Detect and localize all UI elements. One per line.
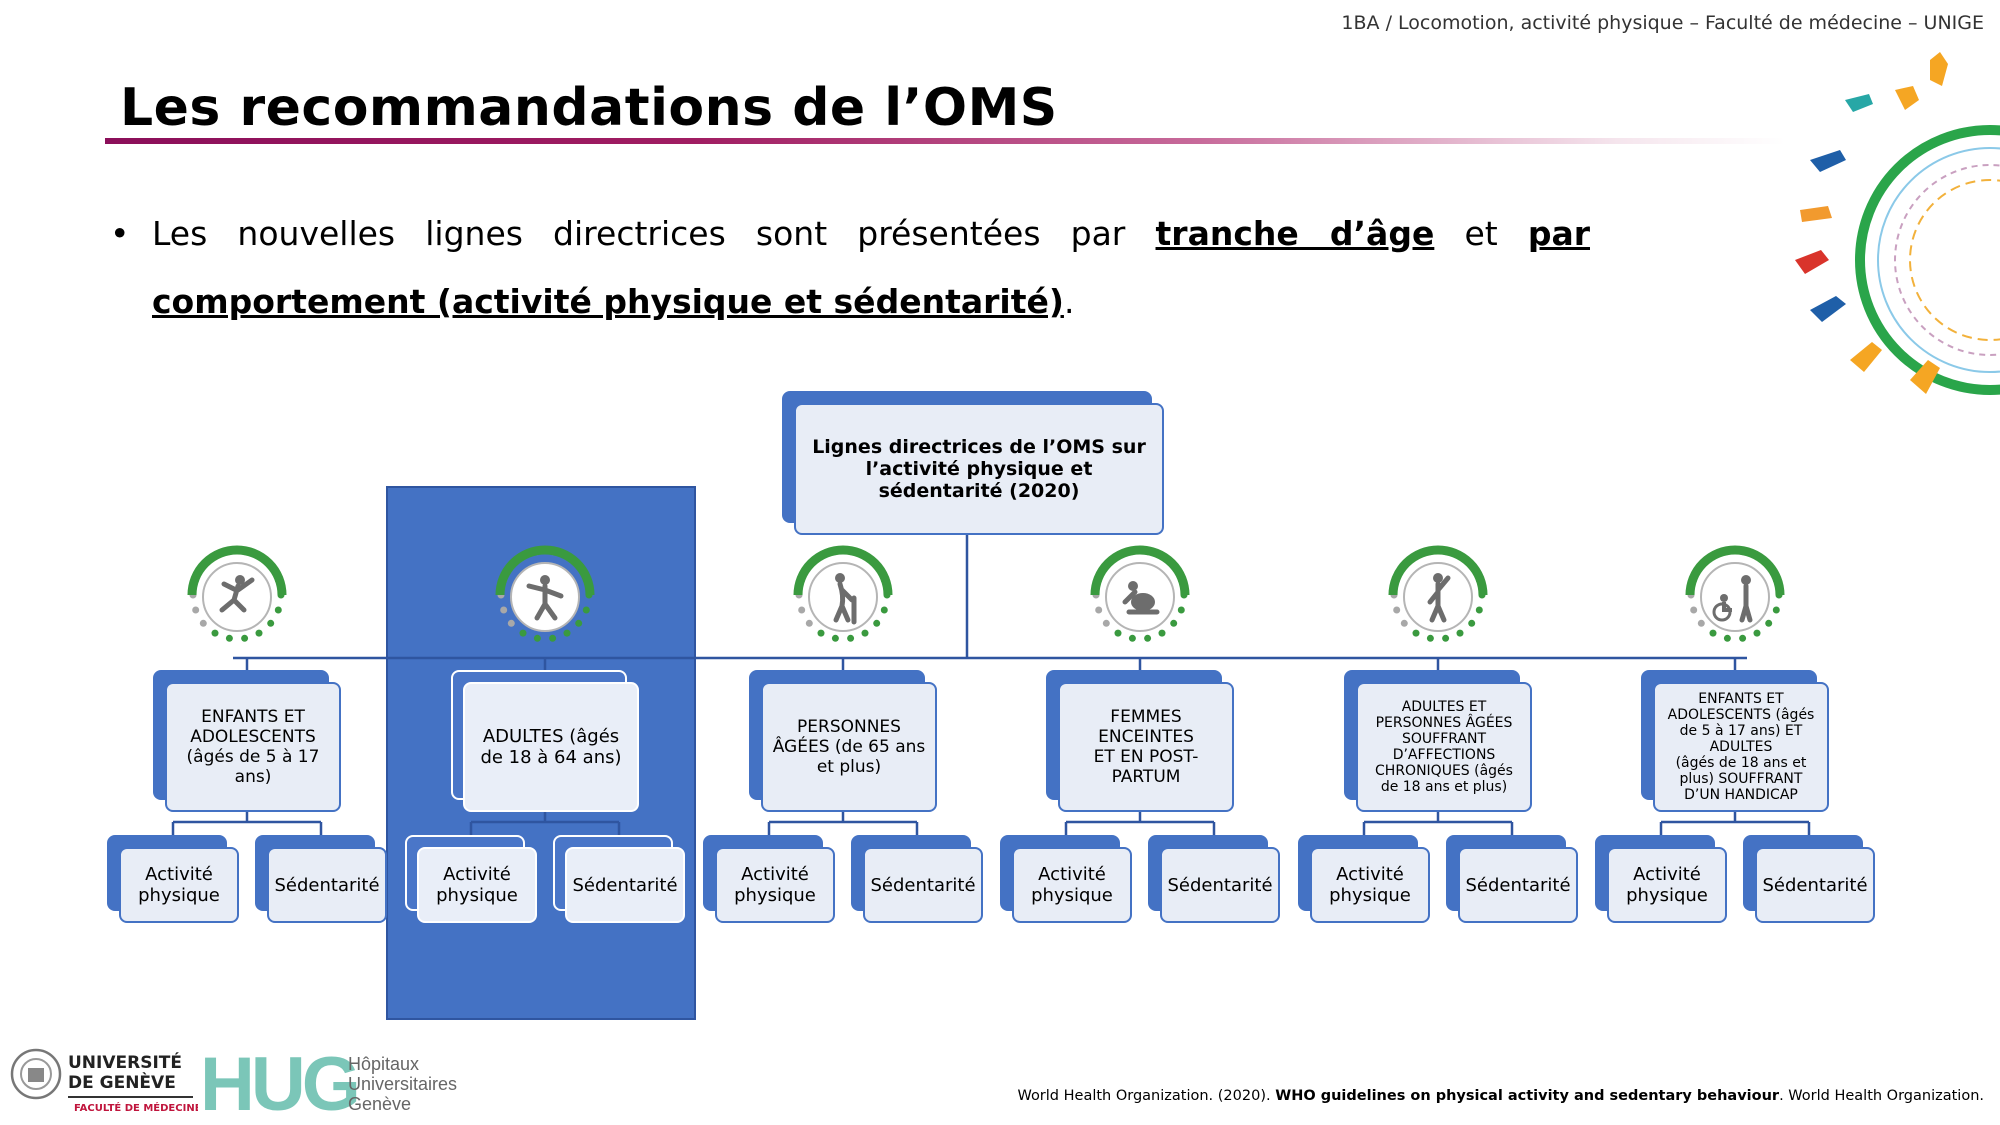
sedentary-node-4: Sédentarité (1148, 835, 1280, 923)
course-header: 1BA / Locomotion, activité physique – Fa… (1341, 12, 1984, 34)
group-node-3: PERSONNES ÂGÉES (de 65 ans et plus) (749, 670, 937, 812)
bullet-prefix: Les nouvelles lignes directrices sont pr… (152, 214, 1156, 253)
group-node-6-face: ENFANTS ET ADOLESCENTS (âgés de 5 à 17 a… (1653, 682, 1829, 812)
bullet-mid: et (1434, 214, 1528, 253)
unige-line1: UNIVERSITÉ (68, 1051, 182, 1073)
sedentary-node-5-face: Sédentarité (1458, 847, 1578, 923)
activity-node-3-label: Activité physique (734, 864, 816, 906)
bullet-emphasis-age: tranche d’âge (1155, 214, 1435, 253)
sedentary-node-5-label: Sédentarité (1465, 874, 1571, 896)
group-node-2: ADULTES (âgés de 18 à 64 ans) (451, 670, 639, 812)
sedentary-node-1-face: Sédentarité (267, 847, 387, 923)
activity-node-4-face: Activité physique (1012, 847, 1132, 923)
bullet-suffix: . (1063, 282, 1075, 321)
adult-chronic-icon (1388, 545, 1488, 642)
activity-node-1-label: Activité physique (138, 864, 220, 906)
activity-node-2-face: Activité physique (417, 847, 537, 923)
bullet-dot: • (110, 214, 130, 253)
pregnant-woman-icon (1090, 545, 1190, 642)
group-node-6-label: ENFANTS ET ADOLESCENTS (âgés de 5 à 17 a… (1667, 691, 1815, 803)
corner-globe-art (1795, 52, 2000, 395)
activity-node-3-face: Activité physique (715, 847, 835, 923)
root-node-label: Lignes directrices de l’OMS sur l’activi… (812, 436, 1146, 502)
root-node: Lignes directrices de l’OMS sur l’activi… (782, 391, 1164, 535)
activity-node-1: Activité physique (107, 835, 239, 923)
group-node-1: ENFANTS ET ADOLESCENTS (âgés de 5 à 17 a… (153, 670, 341, 812)
activity-node-5-face: Activité physique (1310, 847, 1430, 923)
citation-title: WHO guidelines on physical activity and … (1275, 1088, 1780, 1104)
root-node-face: Lignes directrices de l’OMS sur l’activi… (794, 403, 1164, 535)
tai-chi-adult-icon (495, 545, 595, 642)
hug-line3: Genève (348, 1094, 411, 1114)
sedentary-node-3-label: Sédentarité (870, 874, 976, 896)
citation: World Health Organization. (2020). WHO g… (1017, 1088, 1984, 1104)
sedentary-node-4-face: Sédentarité (1160, 847, 1280, 923)
bullet-emphasis-behaviour: par comportement (activité physique et s… (152, 214, 1590, 321)
sedentary-node-5: Sédentarité (1446, 835, 1578, 923)
activity-node-2: Activité physique (405, 835, 537, 923)
hug-letters: HUG (200, 1052, 357, 1114)
activity-node-6-label: Activité physique (1626, 864, 1708, 906)
activity-node-6-face: Activité physique (1607, 847, 1727, 923)
group-node-6: ENFANTS ET ADOLESCENTS (âgés de 5 à 17 a… (1641, 670, 1829, 812)
sedentary-node-6: Sédentarité (1743, 835, 1875, 923)
activity-node-4-label: Activité physique (1031, 864, 1113, 906)
group-node-3-label: PERSONNES ÂGÉES (de 65 ans et plus) (772, 717, 926, 777)
hug-line1: Hôpitaux (348, 1054, 419, 1074)
bullet-point: • Les nouvelles lignes directrices sont … (110, 200, 1590, 336)
sedentary-node-6-label: Sédentarité (1762, 874, 1868, 896)
activity-node-5: Activité physique (1298, 835, 1430, 923)
unige-line3: FACULTÉ DE MÉDECINE (74, 1101, 198, 1114)
group-node-4-face: FEMMES ENCEINTES ET EN POST-PARTUM (1058, 682, 1234, 812)
elderly-cane-icon (793, 545, 893, 642)
activity-node-5-label: Activité physique (1329, 864, 1411, 906)
group-node-2-face: ADULTES (âgés de 18 à 64 ans) (463, 682, 639, 812)
activity-node-3: Activité physique (703, 835, 835, 923)
sedentary-node-2-label: Sédentarité (572, 874, 678, 896)
sedentary-node-1-label: Sédentarité (274, 874, 380, 896)
title-underline (105, 138, 1785, 144)
unige-line2: DE GENÈVE (68, 1071, 176, 1093)
group-node-5-label: ADULTES ET PERSONNES ÂGÉES SOUFFRANT D’A… (1375, 699, 1513, 795)
group-node-3-face: PERSONNES ÂGÉES (de 65 ans et plus) (761, 682, 937, 812)
citation-suffix: . World Health Organization. (1779, 1088, 1984, 1104)
sedentary-node-3: Sédentarité (851, 835, 983, 923)
slide-title: Les recommandations de l’OMS (120, 78, 1058, 138)
hug-logo: HUG Hôpitaux Universitaires Genève (200, 1052, 457, 1114)
group-node-2-label: ADULTES (âgés de 18 à 64 ans) (480, 726, 622, 768)
group-node-5-face: ADULTES ET PERSONNES ÂGÉES SOUFFRANT D’A… (1356, 682, 1532, 812)
activity-node-1-face: Activité physique (119, 847, 239, 923)
unige-seal-icon (10, 1048, 62, 1100)
group-node-4: FEMMES ENCEINTES ET EN POST-PARTUM (1046, 670, 1234, 812)
activity-node-2-label: Activité physique (436, 864, 518, 906)
group-node-4-label: FEMMES ENCEINTES ET EN POST-PARTUM (1093, 707, 1199, 787)
sedentary-node-6-face: Sédentarité (1755, 847, 1875, 923)
jumping-child-icon (187, 545, 287, 642)
citation-prefix: World Health Organization. (2020). (1017, 1088, 1276, 1104)
sedentary-node-4-label: Sédentarité (1167, 874, 1273, 896)
sedentary-node-3-face: Sédentarité (863, 847, 983, 923)
activity-node-6: Activité physique (1595, 835, 1727, 923)
group-node-1-face: ENFANTS ET ADOLESCENTS (âgés de 5 à 17 a… (165, 682, 341, 812)
activity-node-4: Activité physique (1000, 835, 1132, 923)
wheelchair-icon (1685, 545, 1785, 642)
hug-line2: Universitaires (348, 1074, 457, 1094)
group-node-5: ADULTES ET PERSONNES ÂGÉES SOUFFRANT D’A… (1344, 670, 1532, 812)
unige-logo: UNIVERSITÉ DE GENÈVE FACULTÉ DE MÉDECINE (10, 1048, 198, 1114)
sedentary-node-1: Sédentarité (255, 835, 387, 923)
sedentary-node-2-face: Sédentarité (565, 847, 685, 923)
athlete-silhouettes-icon (1795, 52, 1948, 394)
sedentary-node-2: Sédentarité (553, 835, 685, 923)
group-node-1-label: ENFANTS ET ADOLESCENTS (âgés de 5 à 17 a… (186, 707, 320, 787)
